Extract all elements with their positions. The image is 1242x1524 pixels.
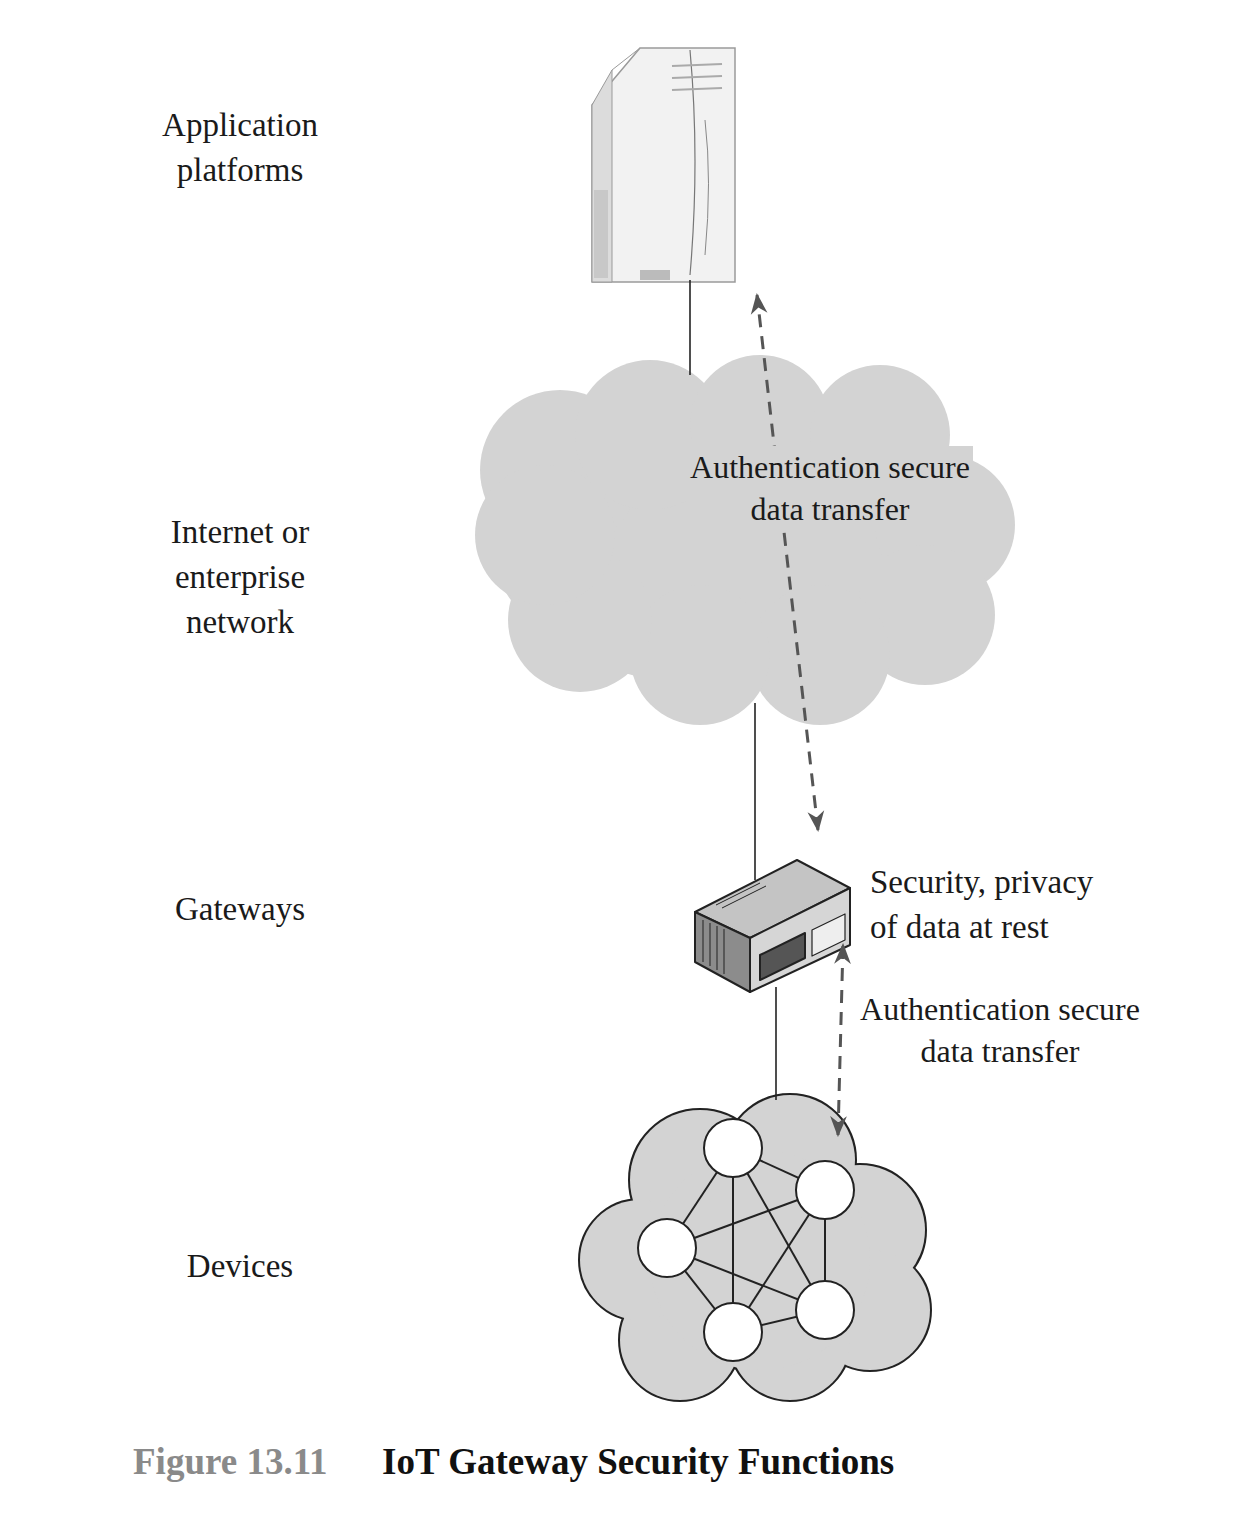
devices-band: Devices: [0, 1095, 1242, 1395]
figure-caption: IoT Gateway Security Functions: [382, 1440, 894, 1483]
secure-transfer-arrow: [757, 295, 818, 830]
tier-label: Devices: [135, 1244, 345, 1289]
network-link: [754, 703, 756, 880]
gateway-icon: [695, 860, 850, 992]
secure-transfer-arrow: [838, 945, 843, 1135]
tier-label: Application platforms: [135, 103, 345, 193]
server-icon: [592, 48, 735, 282]
tier-label: Internet or enterprise network: [135, 510, 345, 645]
figure-number: Figure 13.11: [133, 1440, 328, 1483]
tier-label: Gateways: [135, 887, 345, 932]
application-platforms-band: Application platforms: [0, 45, 1242, 285]
device-cloud: [580, 1095, 930, 1400]
edge-label: Authentication secure data transfer: [858, 988, 1143, 1072]
gateway-note: Security, privacy of data at rest: [870, 860, 1120, 950]
network-band: Internet or enterprise network: [0, 360, 1242, 730]
edge-label: Authentication secure data transfer: [688, 446, 973, 530]
gateway-band: Gateways Security, privacy of data at res…: [0, 855, 1242, 995]
network-link: [775, 987, 777, 1100]
network-cloud: [475, 355, 1015, 725]
network-link: [689, 280, 691, 375]
